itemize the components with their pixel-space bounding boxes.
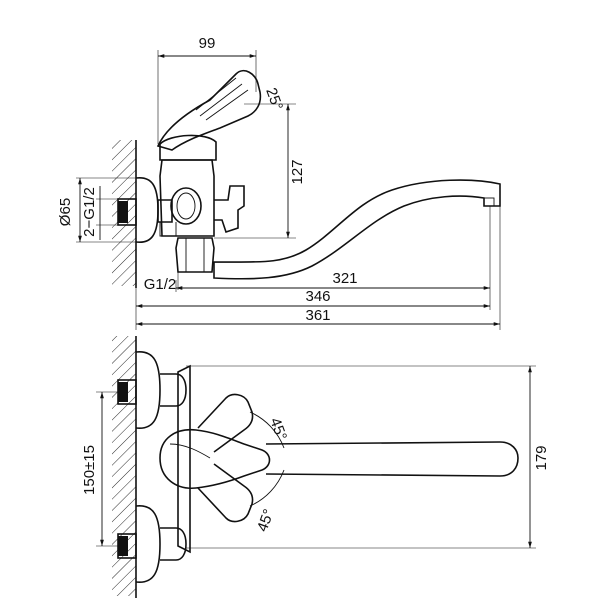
side-lever-handle [156,69,262,151]
dim-45deg-bottom: 45° [254,507,278,534]
side-view: 99 25° 127 Ø65 2−G1/2 G1/2 321 346 [57,35,501,330]
dim-346: 346 [305,288,330,305]
dim-dia-65: Ø65 [57,198,74,226]
top-lever-center [159,429,271,489]
dim-g12: G1/2 [144,276,177,293]
top-rosette-upper [135,351,161,429]
side-hex-nut [175,237,215,273]
dim-127: 127 [289,159,306,184]
top-rosette-lower [135,505,161,583]
top-body [177,364,191,554]
dim-2-g12: 2−G1/2 [81,187,98,237]
dim-45deg-top: 45° [266,416,290,443]
top-spout [265,441,519,477]
side-diverter-knob [170,187,202,225]
dim-150-15: 150±15 [81,445,98,495]
dim-321: 321 [332,270,357,287]
side-switch-lever [214,185,245,234]
top-view: 45° 45° 150±15 179 [81,336,550,598]
side-eccentric [157,199,173,223]
dim-361: 361 [305,307,330,324]
dim-25deg: 25° [262,86,286,113]
top-lever-down [197,463,254,523]
side-rosette [135,177,159,243]
dim-99: 99 [199,35,216,52]
top-wall-hatch [112,336,136,596]
dim-179: 179 [533,445,550,470]
top-lever-up [197,393,254,453]
side-spout [213,179,501,280]
side-cartridge-cap [159,134,217,161]
